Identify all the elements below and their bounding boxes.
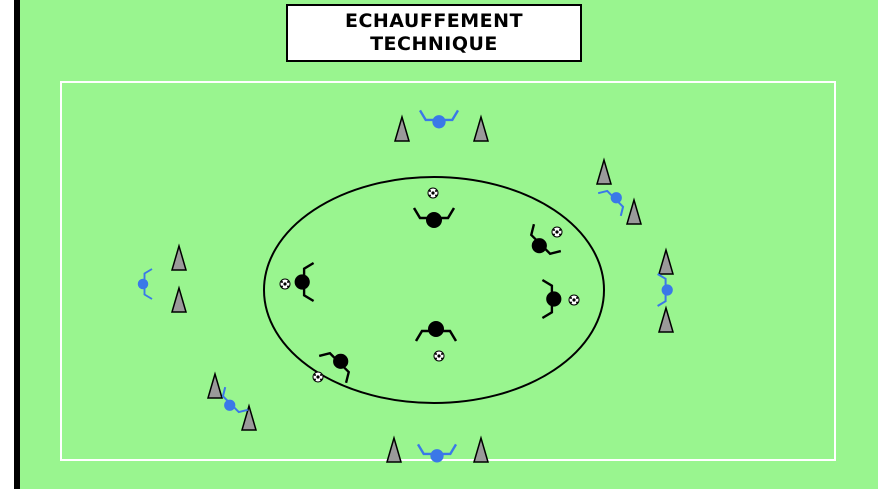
title-box: ECHAUFFEMENT TECHNIQUE [286, 4, 582, 62]
ball-icon [551, 226, 563, 238]
field-background [14, 0, 878, 489]
left-border [14, 0, 20, 489]
title-line-2: TECHNIQUE [370, 33, 498, 55]
field-boundary [60, 81, 836, 461]
ball-icon [312, 371, 324, 383]
center-circle [263, 176, 605, 404]
ball-icon [279, 278, 291, 290]
title-line-1: ECHAUFFEMENT [344, 10, 524, 32]
ball-icon [568, 294, 580, 306]
ball-icon [433, 350, 445, 362]
ball-icon [427, 187, 439, 199]
